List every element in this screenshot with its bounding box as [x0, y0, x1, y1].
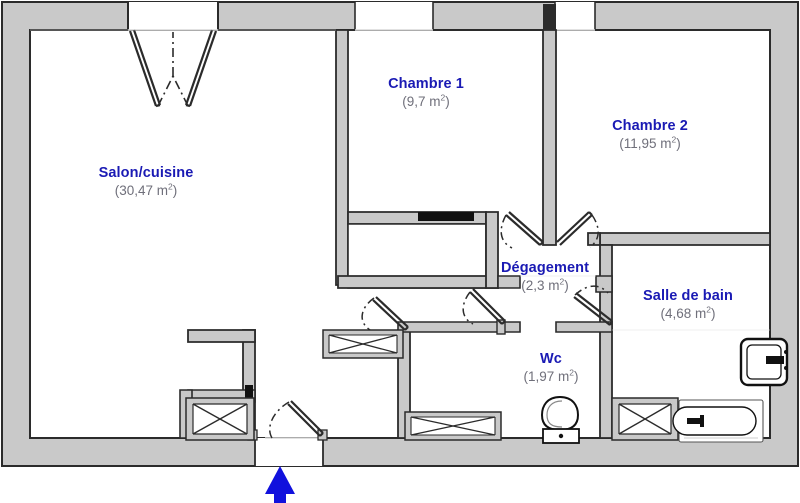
room-name-chambre-1: Chambre 1: [388, 76, 464, 92]
door-jamb-wc: [496, 319, 506, 335]
room-label-chambre-1: Chambre 1 (9,7 m2): [388, 75, 464, 111]
room-name-degagement: Dégagement: [500, 260, 590, 276]
sliding-door-chambre1-closet: [418, 212, 474, 221]
wall-entry-left-top: [187, 329, 256, 343]
wall-degagement-stub-left: [497, 275, 521, 289]
room-area-chambre-2: (11,95 m2): [619, 134, 681, 152]
room-name-salon-cuisine: Salon/cuisine: [98, 165, 194, 181]
wall-chambre1-closet-bottom: [337, 275, 499, 289]
room-label-wc: Wc (1,97 m2): [523, 350, 578, 386]
fixtures: [540, 337, 789, 444]
entry-door-gap: [265, 438, 323, 466]
wall-wc-top-right: [555, 321, 613, 333]
door-entry: [268, 400, 324, 439]
room-label-degagement: Dégagement (2,3 m2): [501, 259, 589, 295]
wall-wc-top-left: [397, 321, 521, 333]
room-area-wc: (1,97 m2): [523, 367, 579, 385]
wall-salon-chambre1: [335, 29, 349, 286]
room-label-chambre-2: Chambre 2 (11,95 m2): [612, 117, 688, 153]
closet-hatches: [185, 329, 679, 441]
wall-degagement-stub-right: [595, 275, 613, 293]
room-name-chambre-2: Chambre 2: [612, 118, 688, 134]
room-name-salle-de-bain: Salle de bain: [643, 288, 733, 304]
closet-hatch-entry-bottom: [404, 411, 502, 441]
wall-closet-right: [485, 211, 499, 289]
closet-hatch-entry-left: [322, 329, 404, 359]
closet-hatch-wc-right: [611, 397, 679, 441]
room-area-chambre-1: (9,7 m2): [402, 92, 450, 110]
sink-icon: [739, 337, 789, 387]
interior-partition-walls: [179, 4, 771, 466]
wall-wc-right: [599, 329, 613, 439]
toilet-icon: [540, 395, 580, 444]
room-area-salon-cuisine: (30,47 m2): [114, 181, 178, 199]
doors: [268, 211, 613, 439]
bathtub-icon: [672, 399, 764, 443]
window-chambre2-gap: [555, 2, 595, 30]
guide-lines: [30, 29, 770, 331]
entry-threshold-gap: [255, 438, 265, 466]
entry-direction-arrow: [265, 466, 295, 503]
window-chambre1-gap: [355, 2, 433, 30]
door-chambre-1: [500, 211, 544, 249]
door-degagement-hall: [361, 296, 409, 331]
room-label-salon-cuisine: Salon/cuisine (30,47 m2): [99, 164, 194, 200]
room-name-wc: Wc: [540, 351, 562, 367]
french-window-double: [128, 29, 218, 108]
room-area-degagement: (2,3 m2): [521, 276, 569, 294]
room-area-salle-de-bain: (4,68 m2): [660, 304, 716, 322]
wall-chambre2-bath: [599, 232, 771, 246]
closet-hatch-salon: [185, 397, 255, 441]
french-window-opening-gap: [128, 2, 218, 30]
wall-chambre1-chambre2: [542, 29, 557, 246]
room-label-salle-de-bain: Salle de bain (4,68 m2): [643, 287, 733, 323]
door-chambre-2: [556, 211, 599, 248]
door-salle-de-bain: [573, 285, 613, 326]
door-wc: [462, 288, 506, 325]
wall-jamb-top-center: [543, 4, 556, 30]
